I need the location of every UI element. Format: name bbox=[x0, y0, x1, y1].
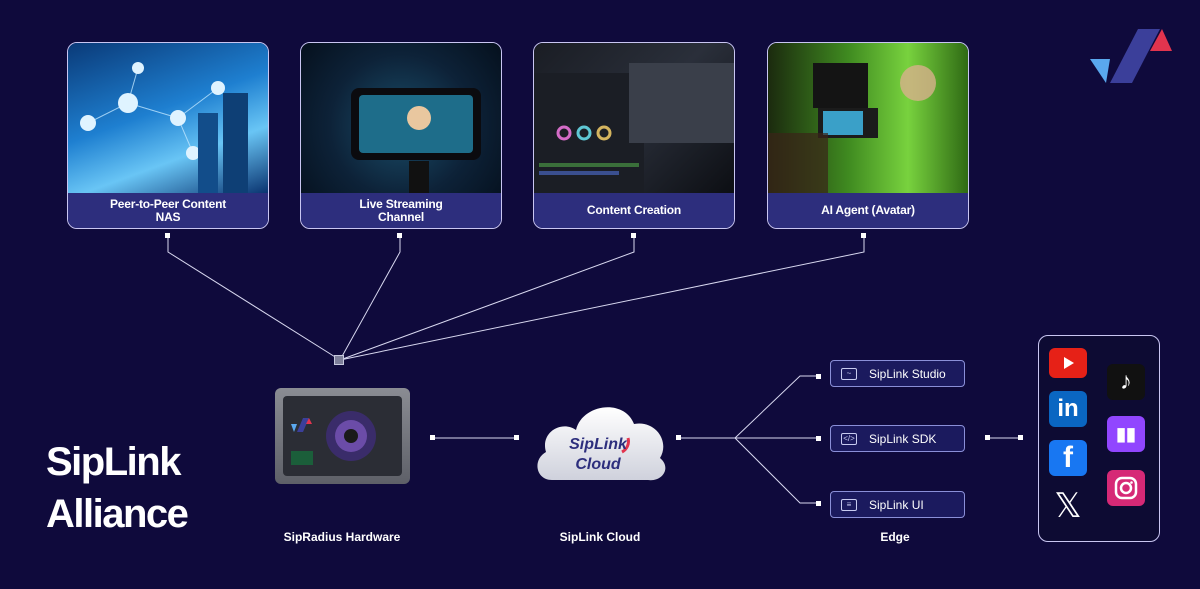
hardware-caption: SipRadius Hardware bbox=[283, 530, 401, 544]
hub-junction bbox=[334, 355, 344, 365]
connector-dot bbox=[165, 233, 170, 238]
monitor-icon: ~ bbox=[841, 367, 857, 380]
card-label: Live Streaming Channel bbox=[301, 193, 501, 228]
facebook-icon[interactable]: f bbox=[1049, 440, 1087, 476]
connector-dot bbox=[1018, 435, 1023, 440]
social-media-panel: ♪ in ▮▮ f 𝕏 bbox=[1038, 335, 1160, 542]
hardware-board bbox=[283, 396, 402, 476]
twitch-icon[interactable]: ▮▮ bbox=[1107, 416, 1145, 452]
edge-item-siplink-ui[interactable]: ≡ SipLink UI bbox=[830, 491, 965, 518]
phone-on-tripod-graphic bbox=[351, 88, 481, 193]
card-live-streaming: Live Streaming Channel bbox=[300, 42, 502, 229]
cloud-text-line2: Cloud bbox=[575, 456, 621, 473]
connector-dot bbox=[816, 501, 821, 506]
editing-screen-image bbox=[534, 43, 734, 193]
edge-item-label: SipLink UI bbox=[869, 497, 924, 512]
connector-dot bbox=[676, 435, 681, 440]
network-city-image bbox=[68, 43, 268, 193]
edge-item-siplink-studio[interactable]: ~ SipLink Studio bbox=[830, 360, 965, 387]
cloud-text-line1: SipLink bbox=[569, 436, 627, 453]
edge-caption: Edge bbox=[880, 530, 910, 544]
connector-dot bbox=[816, 374, 821, 379]
edge-item-label: SipLink SDK bbox=[869, 431, 937, 446]
youtube-icon[interactable] bbox=[1049, 348, 1087, 378]
connector-dot bbox=[631, 233, 636, 238]
title-line2: Alliance bbox=[46, 492, 189, 536]
card-content-creation: Content Creation bbox=[533, 42, 735, 229]
sipradius-hardware-image bbox=[275, 388, 410, 484]
camera-greenscreen-image bbox=[768, 43, 968, 193]
card-peer-to-peer: Peer-to-Peer Content NAS bbox=[67, 42, 269, 229]
camera-graphic bbox=[768, 63, 936, 193]
connector-dot bbox=[816, 436, 821, 441]
card-label: AI Agent (Avatar) bbox=[768, 193, 968, 228]
hardware-board-graphic bbox=[291, 411, 376, 465]
alliance-logo bbox=[1090, 29, 1172, 83]
connector-dot bbox=[514, 435, 519, 440]
cloud-caption: SipLink Cloud bbox=[559, 530, 641, 544]
network-graphic bbox=[80, 62, 248, 193]
connector-dot bbox=[861, 233, 866, 238]
connector-dot bbox=[397, 233, 402, 238]
instagram-icon[interactable] bbox=[1107, 470, 1145, 506]
code-icon: </> bbox=[841, 432, 857, 445]
card-label: Peer-to-Peer Content NAS bbox=[68, 193, 268, 228]
card-label: Content Creation bbox=[534, 193, 734, 228]
linkedin-icon[interactable]: in bbox=[1049, 391, 1087, 427]
card-ai-agent: AI Agent (Avatar) bbox=[767, 42, 969, 229]
siplink-cloud-graphic bbox=[537, 407, 666, 481]
streaming-phone-image bbox=[301, 43, 501, 193]
editing-monitor-graphic bbox=[534, 63, 734, 193]
edge-item-siplink-sdk[interactable]: </> SipLink SDK bbox=[830, 425, 965, 452]
title-line1: SipLink bbox=[46, 440, 181, 484]
edge-item-label: SipLink Studio bbox=[869, 366, 946, 381]
connector-dot bbox=[985, 435, 990, 440]
connector-dot bbox=[430, 435, 435, 440]
tiktok-icon[interactable]: ♪ bbox=[1107, 364, 1145, 400]
layout-icon: ≡ bbox=[841, 498, 857, 511]
x-icon[interactable]: 𝕏 bbox=[1054, 487, 1082, 525]
